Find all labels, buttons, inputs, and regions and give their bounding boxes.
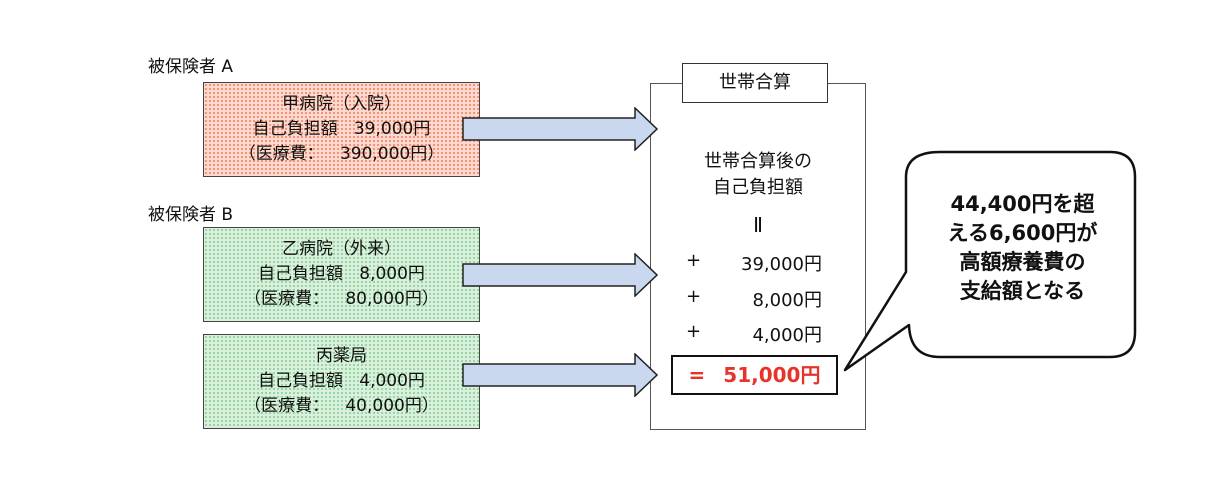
medical-value: 40,000円） xyxy=(345,396,439,416)
sum-value: 39,000円 xyxy=(741,254,822,275)
copay-value: 8,000円 xyxy=(359,264,425,284)
copay-row: 自己負担額 39,000円 xyxy=(204,117,479,142)
medical-value: 390,000円） xyxy=(339,144,445,164)
insured-b-label: 被保険者 B xyxy=(148,205,234,225)
equals-sign: Ⅱ xyxy=(753,213,763,237)
copay-label: 自己負担額 xyxy=(258,264,344,284)
callout-line: 44,400円を超 xyxy=(950,192,1095,216)
copay-label: 自己負担額 xyxy=(258,371,344,391)
copay-value: 39,000円 xyxy=(353,119,431,139)
medical-label: （医療費： xyxy=(244,396,330,416)
sum-item: + 39,000円 xyxy=(686,250,822,276)
medical-label: （医療費： xyxy=(244,289,330,309)
household-heading-line2: 自己負担額 xyxy=(713,177,803,198)
sum-item: + 8,000円 xyxy=(686,286,822,312)
insured-b-hospital-box: 乙病院（外来） 自己負担額 8,000円 （医療費： 80,000円） xyxy=(203,227,480,322)
arrow-a-icon xyxy=(462,107,658,151)
household-heading-line1: 世帯合算後の xyxy=(704,151,812,172)
copay-row: 自己負担額 4,000円 xyxy=(204,369,479,394)
copay-value: 4,000円 xyxy=(359,371,425,391)
insured-a-label: 被保険者 A xyxy=(148,57,234,77)
facility-name: 甲病院（入院） xyxy=(282,94,401,114)
callout-line: 高額療養費の xyxy=(959,250,1086,274)
callout-line: える6,600円が xyxy=(947,221,1098,245)
plus-sign: + xyxy=(686,250,702,271)
facility-name: 丙薬局 xyxy=(316,346,367,366)
sum-value: 4,000円 xyxy=(752,325,822,346)
total-equals: = xyxy=(688,363,706,387)
plus-sign: + xyxy=(686,286,702,307)
medical-label: （医療費： xyxy=(238,144,324,164)
arrow-b1-icon xyxy=(462,253,658,297)
medical-row: （医療費： 80,000円） xyxy=(204,287,479,312)
facility-name: 乙病院（外来） xyxy=(282,239,401,259)
insured-b-pharmacy-box: 丙薬局 自己負担額 4,000円 （医療費： 40,000円） xyxy=(203,334,480,429)
total-result-box: = 51,000円 xyxy=(671,355,838,395)
copay-row: 自己負担額 8,000円 xyxy=(204,262,479,287)
sum-value: 8,000円 xyxy=(752,290,822,311)
copay-label: 自己負担額 xyxy=(252,119,338,139)
callout-line: 支給額となる xyxy=(959,279,1086,303)
total-value: 51,000円 xyxy=(723,363,821,387)
medical-row: （医療費： 40,000円） xyxy=(204,394,479,419)
sum-item: + 4,000円 xyxy=(686,321,822,347)
arrow-b2-icon xyxy=(462,353,658,397)
household-title: 世帯合算 xyxy=(682,63,828,103)
medical-value: 80,000円） xyxy=(345,289,439,309)
insured-a-hospital-box: 甲病院（入院） 自己負担額 39,000円 （医療費： 390,000円） xyxy=(203,82,480,177)
plus-sign: + xyxy=(686,321,702,342)
medical-row: （医療費： 390,000円） xyxy=(204,142,479,167)
callout-text: 44,400円を超 える6,600円が 高額療養費の 支給額となる xyxy=(905,190,1140,306)
